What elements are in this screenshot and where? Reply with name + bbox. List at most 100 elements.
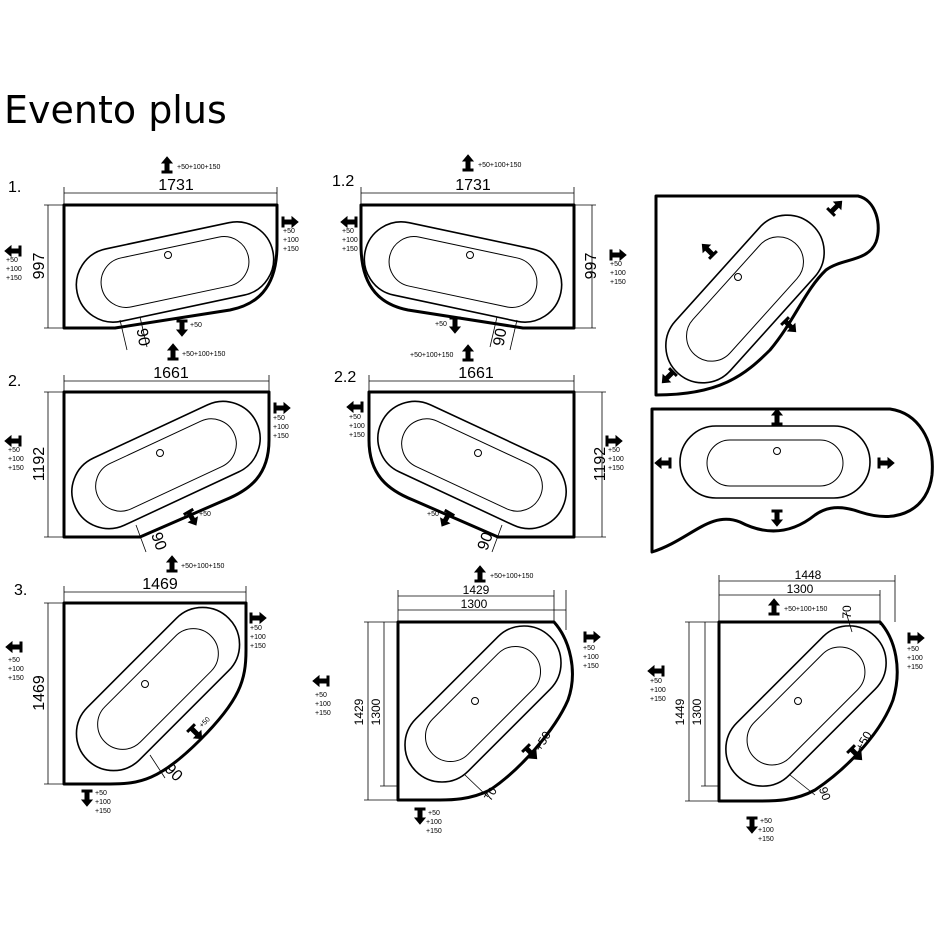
variant-2-2: 2.2 1661 1192 90 +50+100+150 +50 +100 +1…: [334, 344, 624, 553]
extension-arrow-icon: [449, 316, 461, 334]
drain-icon: [773, 447, 781, 455]
bottom-extension: +50: [435, 321, 447, 328]
outer-height-value: 1449: [673, 698, 687, 725]
extension-arrow-icon: [771, 408, 783, 426]
cut-dimension: 90: [135, 524, 169, 553]
width-dimension: 1469: [63, 576, 247, 603]
bottom-extension-2: +100: [426, 819, 442, 826]
variant-label: 3.: [14, 582, 27, 599]
bottom-extension-2: +100: [95, 799, 111, 806]
height-dimension: 1469: [31, 602, 64, 785]
left-extension-2: +100: [8, 456, 24, 463]
width-value: 1661: [458, 365, 494, 382]
extension-arrow-icon: [5, 641, 23, 653]
extension-arrow-icon: [81, 789, 93, 807]
right-extension-3: +150: [250, 643, 266, 650]
tub-basin: [746, 646, 866, 766]
bottom-extension-2: +100: [758, 827, 774, 834]
diagonal-extension: +50: [852, 729, 874, 754]
tub-outline: [367, 390, 576, 539]
drain-icon: [164, 251, 172, 259]
bottom-extension: +50: [199, 511, 211, 518]
cut-value: 90: [475, 530, 497, 553]
right-extension-1: +50: [273, 415, 285, 422]
right-extension-1: +50: [610, 261, 622, 268]
extension-arrow-icon: [907, 632, 925, 644]
bottom-extension-3: +150: [758, 836, 774, 843]
right-extension-1: +50: [250, 625, 262, 632]
width-dimension: 1731: [360, 177, 575, 205]
right-extension-3: +150: [608, 465, 624, 472]
cut-value: 90: [133, 327, 153, 348]
page-title: Evento plus: [4, 88, 227, 132]
left-extension-1: +50: [315, 692, 327, 699]
inner-width-dimension: 1300: [398, 590, 567, 630]
outer-width-value: 1448: [795, 568, 822, 582]
height-value: 997: [583, 253, 600, 280]
cut-dimension: 90: [489, 316, 518, 351]
diagonal-extension: +50: [198, 716, 211, 729]
left-extension-1: +50: [8, 447, 20, 454]
height-dimension: 1192: [574, 391, 609, 538]
tub-outline: [717, 620, 899, 803]
height-dimension: 1192: [31, 391, 64, 538]
top-extension: +50+100+150: [478, 162, 522, 169]
tub-rim: [71, 400, 261, 530]
right-extension-1: +50: [608, 447, 620, 454]
tub-basin: [401, 418, 543, 512]
variant-2: 2. 1661 1192 90 +50+100+150 +50 +100 +15…: [4, 343, 291, 553]
inner-height-dimension: 1300: [369, 622, 398, 787]
tub-rim: [377, 400, 567, 530]
tub-rim: [75, 221, 275, 323]
inner-height-dimension: 1300: [690, 622, 719, 787]
variant-label: 1.2: [332, 173, 354, 190]
top-extension: +50+100+150: [410, 352, 454, 359]
extension-arrow-icon: [273, 402, 291, 414]
left-extension-2: +100: [8, 666, 24, 673]
bottom-extension-3: +150: [426, 828, 442, 835]
tub-outline: [62, 390, 271, 539]
tub-basin: [100, 236, 250, 308]
right-extension-3: +150: [907, 664, 923, 671]
extension-arrow-icon: [176, 319, 188, 337]
top-cut-value: 70: [840, 605, 854, 619]
width-dimension: 1661: [63, 365, 270, 392]
left-extension-1: +50: [6, 257, 18, 264]
tub-basin: [97, 628, 219, 750]
variant-label: 2.2: [334, 369, 356, 386]
extension-arrow-icon: [877, 457, 895, 469]
width-value: 1731: [455, 177, 491, 194]
tub-rim: [404, 625, 562, 783]
left-extension-2: +100: [315, 701, 331, 708]
drain-icon: [734, 273, 742, 281]
bottom-extension: +50: [190, 322, 202, 329]
left-extension-1: +50: [342, 228, 354, 235]
left-extension-2: +100: [650, 687, 666, 694]
tub-basin: [388, 236, 538, 308]
tub-rim: [363, 221, 563, 323]
extension-arrow-icon: [474, 565, 486, 583]
extension-arrow-icon: [768, 598, 780, 616]
left-extension-3: +150: [6, 275, 22, 282]
extension-arrow-icon: [654, 457, 672, 469]
right-extension-3: +150: [273, 433, 289, 440]
extension-arrow-icon: [771, 509, 783, 527]
bottom-extension-1: +50: [428, 810, 440, 817]
inner-width-value: 1300: [787, 582, 814, 596]
extension-arrow-icon: [166, 555, 178, 573]
right-extension-2: +100: [283, 237, 299, 244]
tub-basin: [424, 645, 542, 763]
variant-corner-1448: 1448 1300 1449 1300 70 90: [647, 568, 925, 843]
extension-arrow-icon: [647, 665, 665, 677]
tub-outline: [654, 194, 880, 397]
outer-width-value: 1429: [463, 583, 490, 597]
extension-arrow-icon: [167, 343, 179, 361]
right-extension-3: +150: [610, 279, 626, 286]
outer-width-dimension: 1448: [718, 568, 896, 622]
cut-value: 90: [491, 327, 511, 348]
width-value: 1731: [158, 177, 194, 194]
left-extension-3: +150: [349, 432, 365, 439]
left-extension-1: +50: [650, 678, 662, 685]
variant-label: 2.: [8, 373, 21, 390]
